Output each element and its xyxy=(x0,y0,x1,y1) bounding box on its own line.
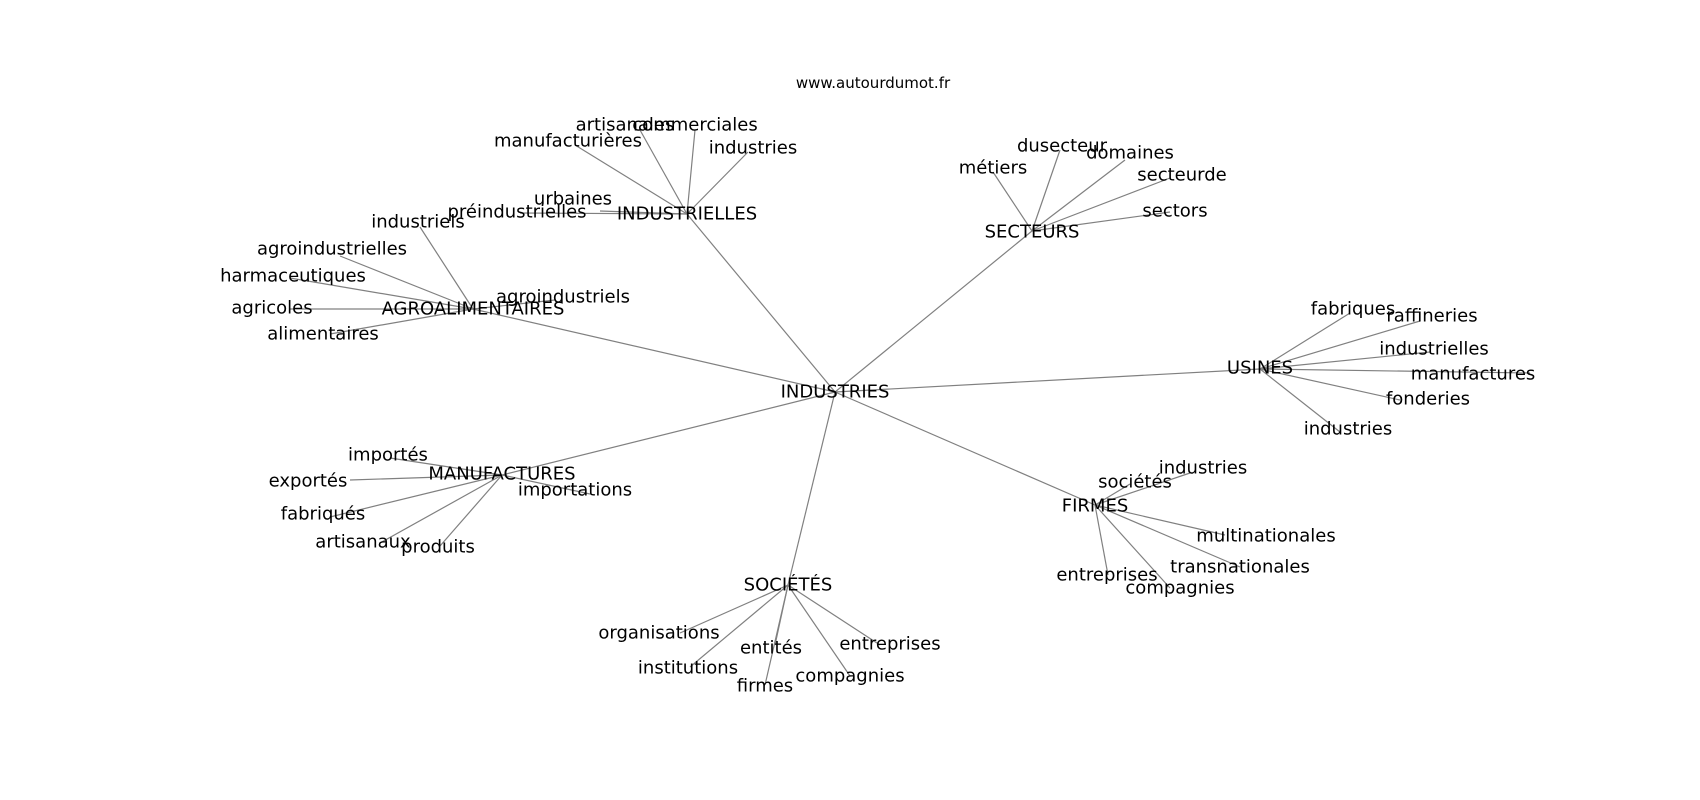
node-usines-fonderies[interactable]: fonderies xyxy=(1386,389,1470,410)
edge-industries-industrielles xyxy=(686,213,836,393)
edge-secteurs-domaines xyxy=(1031,159,1126,232)
node-societes-firmes[interactable]: firmes xyxy=(737,676,793,697)
edge-manufactures-importations xyxy=(501,474,591,495)
edge-industrielles-industries xyxy=(686,151,749,215)
edge-usines-fonderies xyxy=(1259,368,1401,401)
node-industrielles-commerciales[interactable]: commerciales xyxy=(632,115,757,136)
edge-agroalimentaires-industriels xyxy=(419,226,474,310)
edge-industries-societes xyxy=(787,391,836,586)
edge-secteurs-metiers xyxy=(992,171,1033,232)
node-manufactures-fabriques[interactable]: fabriqués xyxy=(281,504,365,525)
node-industrielles-manufacturieres[interactable]: manufacturières xyxy=(494,131,642,152)
node-agroalimentaires-agroindustriels[interactable]: agroindustriels xyxy=(496,287,630,308)
edge-firmes-industries xyxy=(1094,472,1191,506)
node-firmes-transnationales[interactable]: transnationales xyxy=(1170,557,1310,578)
node-industrielles-industries[interactable]: industries xyxy=(709,138,798,159)
node-agroalimentaires[interactable]: AGROALIMENTAIRES xyxy=(382,299,565,320)
node-secteurs-domaines[interactable]: domaines xyxy=(1086,143,1174,164)
node-firmes-societes[interactable]: sociétés xyxy=(1098,472,1172,493)
node-societes-organisations[interactable]: organisations xyxy=(598,623,719,644)
node-manufactures-importations[interactable]: importations xyxy=(518,480,632,501)
node-usines-raffineries[interactable]: raffineries xyxy=(1386,306,1477,327)
edge-usines-raffineries xyxy=(1259,320,1421,370)
edge-industrielles-artisanales xyxy=(639,129,688,215)
node-usines-manufactures[interactable]: manufactures xyxy=(1411,364,1536,385)
edge-firmes-societes xyxy=(1094,483,1131,506)
source-label: www.autourdumot.fr xyxy=(796,74,951,92)
node-usines-industries[interactable]: industries xyxy=(1304,419,1393,440)
node-manufactures-artisanaux[interactable]: artisanaux xyxy=(315,532,411,553)
edge-agroalimentaires-agroindustrielles xyxy=(339,255,474,310)
node-secteurs-dusecteur[interactable]: dusecteur xyxy=(1017,136,1108,157)
node-firmes-multinationales[interactable]: multinationales xyxy=(1196,526,1335,547)
edge-agroalimentaires-agroindustriels xyxy=(472,299,556,310)
node-secteurs-secteurde[interactable]: secteurde xyxy=(1137,165,1226,186)
node-manufactures-importes[interactable]: importés xyxy=(348,445,428,466)
edge-industries-agroalimentaires xyxy=(472,308,836,393)
node-industrielles[interactable]: INDUSTRIELLES xyxy=(617,204,757,225)
edge-agroalimentaires-alimentaires xyxy=(329,308,474,335)
node-usines[interactable]: USINES xyxy=(1227,358,1293,379)
edge-usines-fabriques xyxy=(1259,312,1351,370)
node-industrielles-artisanales[interactable]: artisanales xyxy=(576,115,675,136)
edge-firmes-entreprises xyxy=(1094,504,1109,576)
node-manufactures-exportes[interactable]: exportés xyxy=(269,471,348,492)
edge-industries-usines xyxy=(834,368,1261,393)
edge-manufactures-importes xyxy=(389,457,503,476)
node-firmes-entreprises[interactable]: entreprises xyxy=(1056,565,1157,586)
edge-usines-industries xyxy=(1259,368,1341,433)
label-layer: INDUSTRIES INDUSTRIELLES artisanalescommer… xyxy=(220,115,1535,697)
edge-industrielles-manufacturieres xyxy=(574,144,688,215)
node-agroalimentaires-agroindustrielles[interactable]: agroindustrielles xyxy=(257,239,407,260)
edge-secteurs-secteurde xyxy=(1031,177,1171,232)
edge-manufactures-fabriques xyxy=(329,474,503,518)
node-secteurs-metiers[interactable]: métiers xyxy=(959,158,1028,179)
edge-usines-manufactures xyxy=(1259,368,1531,374)
edge-industries-firmes xyxy=(834,391,1096,506)
node-industries[interactable]: INDUSTRIES xyxy=(781,382,890,403)
node-firmes[interactable]: FIRMES xyxy=(1062,496,1129,517)
node-societes-compagnies[interactable]: compagnies xyxy=(795,666,904,687)
edge-industries-manufactures xyxy=(501,391,836,476)
edge-secteurs-dusecteur xyxy=(1031,149,1061,232)
edge-manufactures-artisanaux xyxy=(379,474,503,544)
node-agroalimentaires-alimentaires[interactable]: alimentaires xyxy=(267,324,379,345)
node-societes[interactable]: SOCIÉTÉS xyxy=(744,574,833,596)
edge-manufactures-produits xyxy=(439,474,503,547)
edge-societes-organisations xyxy=(679,584,789,634)
node-agroalimentaires-harmaceutiques[interactable]: harmaceutiques xyxy=(220,266,366,287)
node-manufactures[interactable]: MANUFACTURES xyxy=(428,464,575,485)
edge-secteurs-sectors xyxy=(1031,211,1171,232)
node-agroalimentaires-agricoles[interactable]: agricoles xyxy=(231,298,312,319)
edge-layer xyxy=(289,129,1531,686)
edge-agroalimentaires-harmaceutiques xyxy=(289,277,474,310)
edge-societes-compagnies xyxy=(787,584,851,677)
node-firmes-industries[interactable]: industries xyxy=(1159,458,1248,479)
edge-industrielles-commerciales xyxy=(686,129,696,215)
node-secteurs-sectors[interactable]: sectors xyxy=(1142,201,1207,222)
edge-manufactures-exportes xyxy=(349,474,503,481)
node-industrielles-urbaines[interactable]: urbaines xyxy=(534,189,612,210)
edge-societes-institutions xyxy=(689,584,789,668)
edge-usines-industrielles xyxy=(1259,351,1431,370)
edge-firmes-compagnies xyxy=(1094,504,1171,589)
node-secteurs[interactable]: SECTEURS xyxy=(985,222,1080,243)
node-usines-industrielles[interactable]: industrielles xyxy=(1379,339,1489,360)
node-societes-entites[interactable]: entités xyxy=(740,638,802,659)
node-societes-entreprises[interactable]: entreprises xyxy=(839,634,940,655)
edge-firmes-multinationales xyxy=(1094,504,1226,536)
edge-societes-entreprises xyxy=(787,584,881,646)
node-usines-fabriques[interactable]: fabriques xyxy=(1311,299,1395,320)
node-manufactures-produits[interactable]: produits xyxy=(401,537,475,558)
edge-firmes-transnationales xyxy=(1094,504,1241,568)
edge-industrielles-preindustrielles xyxy=(519,212,688,215)
node-agroalimentaires-industriels[interactable]: industriels xyxy=(371,212,465,233)
node-firmes-compagnies[interactable]: compagnies xyxy=(1125,578,1234,599)
node-societes-institutions[interactable]: institutions xyxy=(638,658,738,679)
edge-societes-firmes xyxy=(764,584,789,686)
edge-industries-secteurs xyxy=(834,230,1033,393)
node-industrielles-preindustrielles[interactable]: préindustrielles xyxy=(447,202,586,223)
